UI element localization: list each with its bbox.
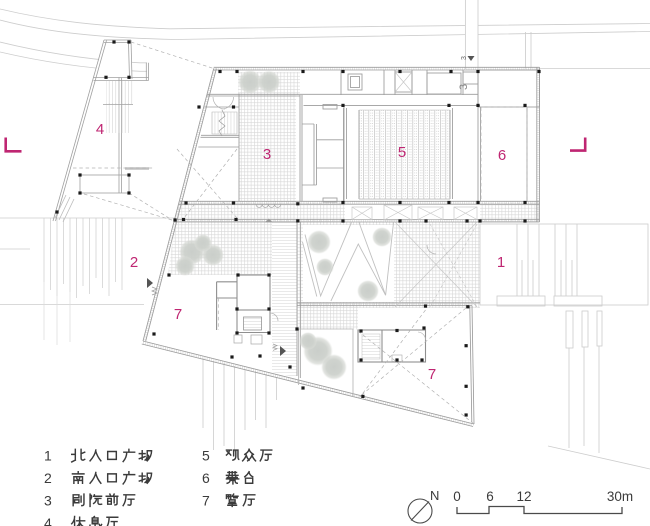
svg-text:3: 3 xyxy=(44,493,52,509)
svg-text:7: 7 xyxy=(428,366,436,383)
svg-text:2: 2 xyxy=(130,254,138,271)
svg-text:4: 4 xyxy=(96,121,104,138)
svg-text:5: 5 xyxy=(202,448,210,464)
svg-text:6: 6 xyxy=(498,147,506,164)
svg-text:N: N xyxy=(430,488,439,503)
svg-text:6: 6 xyxy=(202,470,210,486)
svg-text:7: 7 xyxy=(202,493,210,509)
svg-text:0: 0 xyxy=(453,489,461,504)
svg-text:7: 7 xyxy=(174,306,182,323)
svg-text:3: 3 xyxy=(461,56,468,60)
svg-text:2: 2 xyxy=(44,470,52,486)
svg-text:3: 3 xyxy=(263,146,271,163)
svg-text:1: 1 xyxy=(497,254,505,271)
svg-text:6: 6 xyxy=(486,489,494,504)
svg-text:1: 1 xyxy=(44,448,52,464)
svg-text:3: 3 xyxy=(458,84,470,90)
svg-text:30m: 30m xyxy=(607,489,633,504)
svg-text:5: 5 xyxy=(398,144,406,161)
svg-text:12: 12 xyxy=(516,489,531,504)
svg-text:4: 4 xyxy=(44,515,52,526)
